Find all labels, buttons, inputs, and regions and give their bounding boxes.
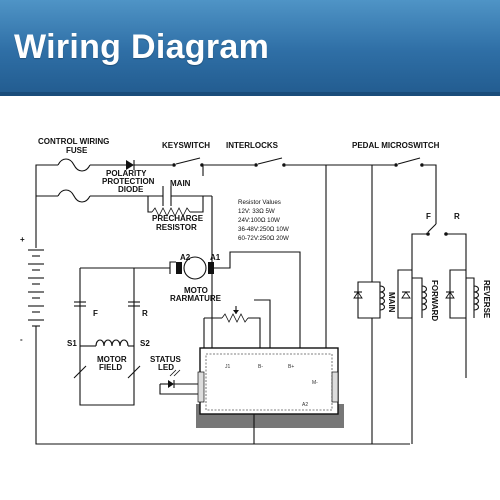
resistor-value-row: 60-72V:250Ω 20W — [238, 235, 289, 242]
label-keyswitch: KEYSWITCH — [162, 141, 210, 150]
label-f-contact: F — [93, 309, 98, 318]
label-moto-1: MOTO — [184, 286, 208, 295]
label-pedal-f: F — [426, 212, 431, 221]
main-line — [36, 186, 213, 348]
throttle-potentiometer — [221, 313, 249, 323]
polarity-diode-symbol — [126, 160, 134, 170]
label-diode-1: POLARITY — [106, 169, 147, 178]
svg-text:B-: B- — [258, 364, 263, 370]
interlocks-contact — [254, 163, 258, 167]
label-precharge-1: PRECHARGE — [152, 214, 204, 223]
main-coil-symbol — [379, 285, 386, 311]
label-s2: S2 — [140, 339, 150, 348]
label-forward-coil: FORWARD — [430, 280, 439, 321]
page-title: Wiring Diagram — [14, 28, 270, 66]
motor-field-coil — [95, 339, 129, 347]
label-control-fuse: CONTROL WIRING — [38, 137, 109, 146]
status-led-symbol — [168, 380, 174, 388]
label-moto-2: RARMATURE — [170, 294, 222, 303]
motor-controller: J1 B- B+ A2 M- — [196, 347, 344, 444]
label-control-fuse-2: FUSE — [66, 146, 88, 155]
resistor-values-table: Resistor Values 12V: 33Ω 5W 24V:100Ω 10W… — [238, 199, 289, 242]
resistor-value-row: 12V: 33Ω 5W — [238, 208, 275, 215]
resistor-value-row: 24V:100Ω 10W — [238, 217, 280, 224]
label-pedal-microswitch: PEDAL MICROSWITCH — [352, 141, 440, 150]
svg-text:J1: J1 — [225, 364, 231, 370]
svg-text:B+: B+ — [288, 364, 294, 370]
precharge-resistor-symbol — [151, 207, 191, 217]
battery-pack — [28, 182, 410, 445]
label-pedal-r: R — [454, 212, 460, 221]
label-motor-field-2: FIELD — [99, 363, 122, 372]
resistor-values-title: Resistor Values — [238, 199, 281, 206]
label-r-contact: R — [142, 309, 148, 318]
label-main-contact: MAIN — [170, 179, 191, 188]
label-status-1: STATUS — [150, 355, 181, 364]
title-banner: Wiring Diagram — [0, 0, 500, 96]
label-s1: S1 — [67, 339, 77, 348]
label-precharge-2: RESISTOR — [156, 223, 197, 232]
reverse-coil-symbol — [473, 285, 480, 311]
svg-text:M-: M- — [312, 380, 318, 386]
coil-circuit — [353, 223, 480, 444]
keyswitch-contact — [172, 163, 176, 167]
label-diode-2: PROTECTION — [102, 177, 155, 186]
control-fuse-symbol — [57, 158, 91, 172]
pedal-microswitch-contact — [394, 163, 398, 167]
label-main-coil: MAIN — [387, 292, 396, 313]
main-fuse-symbol — [57, 189, 91, 203]
label-status-2: LED — [158, 363, 174, 372]
label-plus: + — [20, 235, 25, 244]
motor-field-circuit — [73, 268, 141, 406]
label-interlocks: INTERLOCKS — [226, 141, 279, 150]
label-a2: A2 — [180, 253, 191, 262]
resistor-value-row: 36-48V:250Ω 10W — [238, 226, 289, 233]
label-minus: - — [20, 335, 23, 344]
control-line — [35, 157, 437, 348]
motor-armature — [80, 251, 301, 348]
label-motor-field-1: MOTOR — [97, 355, 127, 364]
label-a1: A1 — [210, 253, 221, 262]
label-diode-3: DIODE — [118, 185, 144, 194]
forward-coil-symbol — [421, 285, 428, 311]
svg-text:A2: A2 — [302, 402, 308, 408]
label-reverse-coil: REVERSE — [482, 280, 491, 319]
